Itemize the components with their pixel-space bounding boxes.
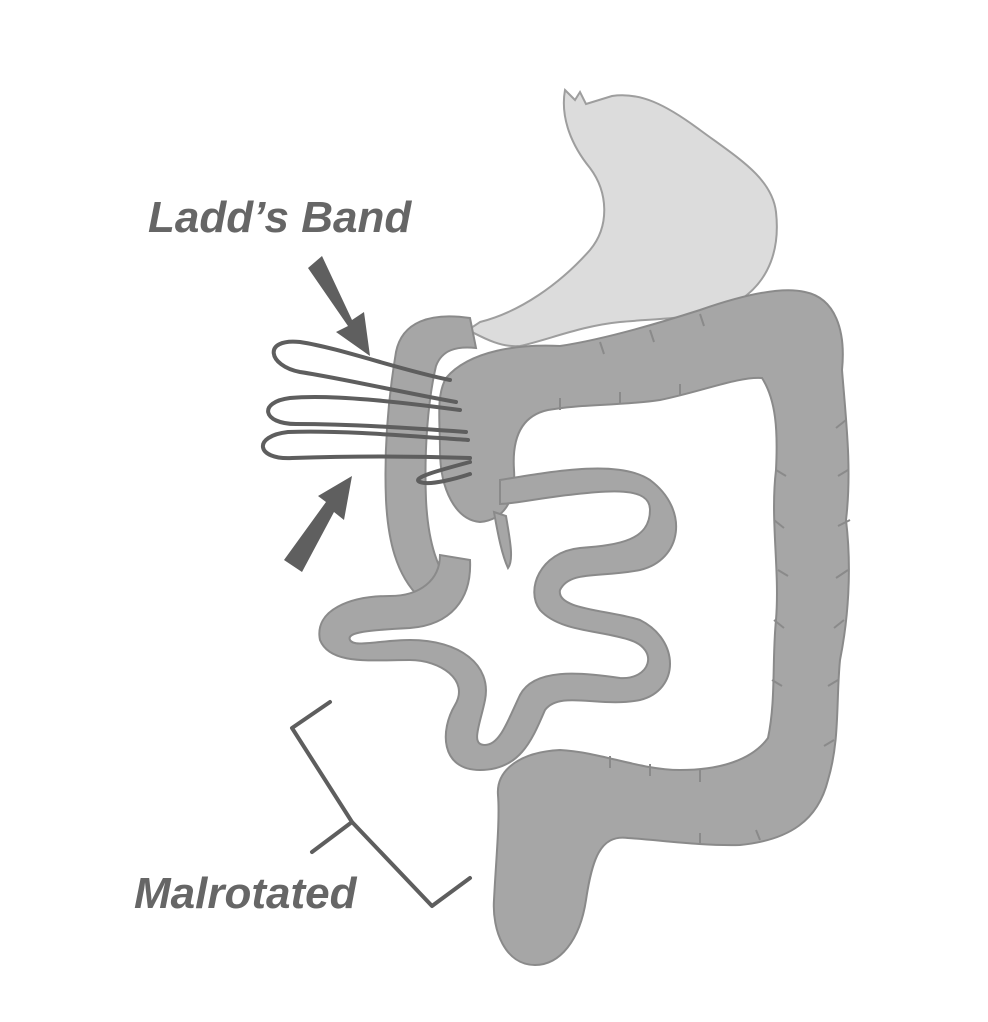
malrotated-bracket bbox=[290, 700, 472, 908]
colon-haustra bbox=[559, 313, 851, 845]
arrow-up-right bbox=[284, 476, 352, 572]
colon bbox=[438, 289, 850, 967]
stomach bbox=[466, 87, 778, 348]
ladds-band-label: Ladd’s Band bbox=[148, 193, 412, 242]
malrotated-label: Malrotated bbox=[134, 869, 358, 918]
appendix bbox=[492, 510, 513, 570]
ladds-band-loops bbox=[261, 339, 472, 485]
small-bowel bbox=[318, 467, 678, 772]
arrow-down-right bbox=[308, 256, 370, 356]
